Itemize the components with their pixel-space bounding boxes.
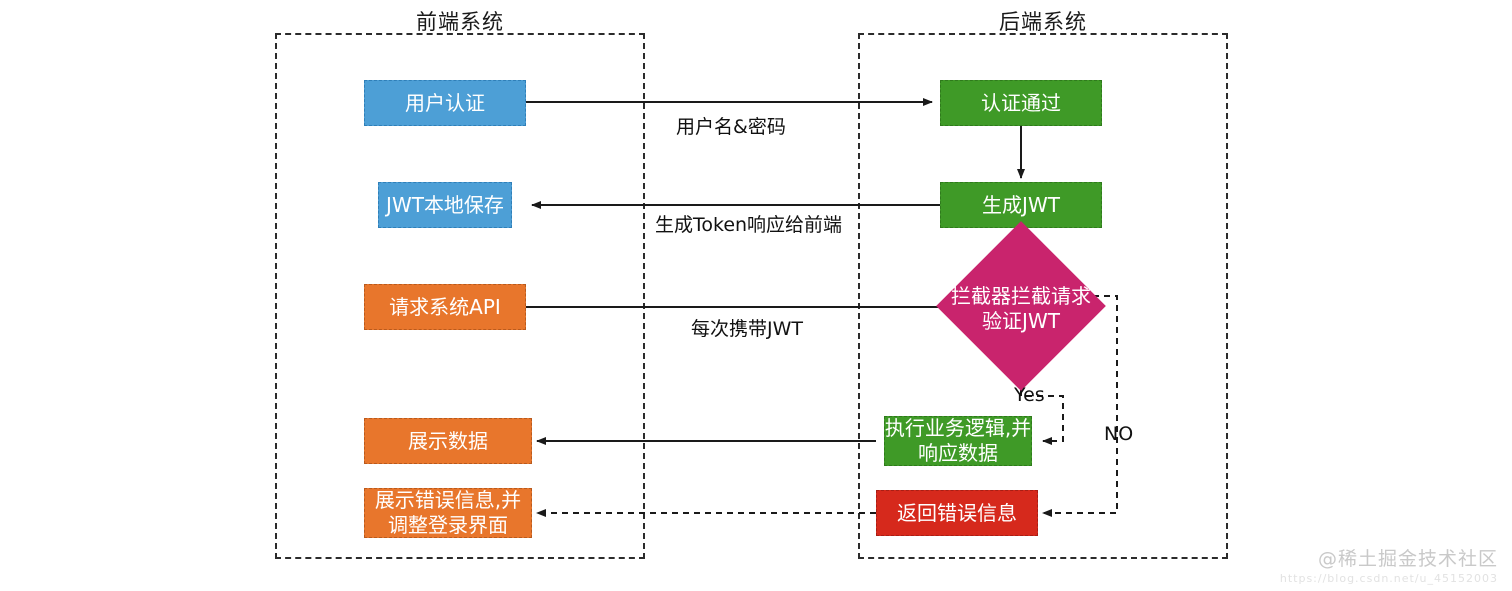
node-show-data[interactable]: 展示数据 — [364, 418, 532, 464]
node-jwt-local-store[interactable]: JWT本地保存 — [378, 182, 512, 228]
node-request-api[interactable]: 请求系统API — [364, 284, 526, 330]
edge-label-no: NO — [1104, 423, 1134, 445]
edge-label-token-response: 生成Token响应给前端 — [655, 214, 843, 236]
node-show-error[interactable]: 展示错误信息,并 调整登录界面 — [364, 488, 532, 538]
node-show-error-label-line1: 展示错误信息,并 — [374, 488, 522, 512]
watermark-handle: @稀土掘金技术社区 — [1317, 548, 1498, 570]
node-auth-pass[interactable]: 认证通过 — [940, 80, 1102, 126]
edge-label-yes: Yes — [1014, 384, 1045, 406]
watermark-url: https://blog.csdn.net/u_45152003 — [1279, 572, 1498, 585]
node-request-api-label: 请求系统API — [389, 294, 501, 319]
node-business-logic-label-line2: 响应数据 — [918, 441, 998, 465]
node-interceptor-label: 拦截器拦截请求 验证JWT — [901, 284, 1141, 334]
node-show-error-label-line2: 调整登录界面 — [388, 513, 508, 537]
node-interceptor-label-line1: 拦截器拦截请求 — [951, 284, 1091, 308]
node-generate-jwt-label: 生成JWT — [982, 192, 1060, 217]
node-jwt-local-store-label: JWT本地保存 — [386, 192, 504, 217]
node-business-logic-label-line1: 执行业务逻辑,并 — [884, 416, 1032, 440]
node-auth-pass-label: 认证通过 — [981, 90, 1061, 115]
zone-backend — [858, 33, 1228, 559]
watermark: @稀土掘金技术社区 https://blog.csdn.net/u_451520… — [1280, 544, 1498, 585]
zone-title-frontend: 前端系统 — [416, 10, 504, 34]
edge-label-username-password: 用户名&密码 — [676, 116, 786, 138]
edge-label-carry-jwt: 每次携带JWT — [691, 318, 803, 340]
node-user-auth-label: 用户认证 — [405, 90, 485, 115]
node-user-auth[interactable]: 用户认证 — [364, 80, 526, 126]
node-return-error[interactable]: 返回错误信息 — [876, 490, 1038, 536]
zone-frontend — [275, 33, 645, 559]
zone-title-backend: 后端系统 — [999, 10, 1087, 34]
node-show-data-label: 展示数据 — [408, 428, 488, 453]
node-business-logic[interactable]: 执行业务逻辑,并 响应数据 — [884, 416, 1032, 466]
node-return-error-label: 返回错误信息 — [897, 500, 1017, 525]
node-interceptor-label-line2: 验证JWT — [982, 309, 1060, 333]
